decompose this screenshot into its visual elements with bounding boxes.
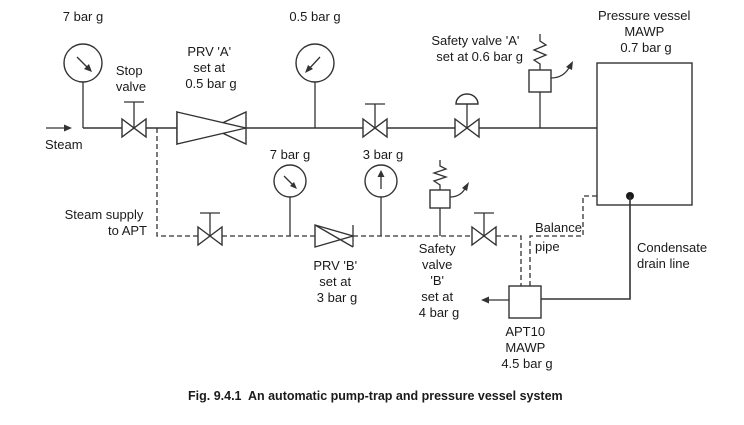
isolation-valve-apt [197,212,223,247]
prv-a [176,110,247,146]
balance-pipe [529,195,597,286]
condensate-drain-line [541,196,631,300]
safety-valve-a [528,34,573,128]
label-balance-pipe: Balance pipe [535,220,586,254]
label-steam: Steam [45,137,83,152]
prv-b [314,224,356,248]
label-gauge-7bar-lower: 7 bar g [270,147,310,162]
pressure-gauge-7bar-main [63,43,103,128]
main-steam-line [46,124,597,132]
label-safety-valve-a: Safety valve 'A' set at 0.6 bar g [431,33,523,64]
label-stop-valve: Stop valve [116,63,146,94]
control-valve-main [454,93,480,139]
label-steam-supply: Steam supply to APT [65,207,147,238]
isolation-valve-main [362,103,388,139]
label-condensate-drain: Condensate drain line [637,240,711,271]
pressure-gauge-3bar [364,164,398,236]
label-safety-valve-b: Safety valve 'B' set at 4 bar g [419,241,459,320]
pressure-gauge-7bar-lower [273,164,307,236]
apt10-pump-trap [481,285,542,319]
pressure-gauge-05bar [295,43,335,128]
label-pressure-vessel: Pressure vessel MAWP 0.7 bar g [598,8,694,55]
label-apt10: APT10 MAWP 4.5 bar g [501,324,552,371]
stop-valve [121,101,147,139]
label-gauge-3bar: 3 bar g [363,147,403,162]
safety-valve-b [429,160,469,236]
label-prv-a: PRV 'A' set at 0.5 bar g [185,44,236,91]
pressure-vessel [596,62,693,206]
label-gauge-7bar-main: 7 bar g [63,9,103,24]
steam-supply-to-apt-line [156,128,522,286]
isolation-valve-apt-inlet [471,212,497,247]
label-prv-b: PRV 'B' set at 3 bar g [313,258,360,305]
label-gauge-05bar: 0.5 bar g [289,9,340,24]
figure-caption: Fig. 9.4.1 An automatic pump-trap and pr… [188,389,563,403]
